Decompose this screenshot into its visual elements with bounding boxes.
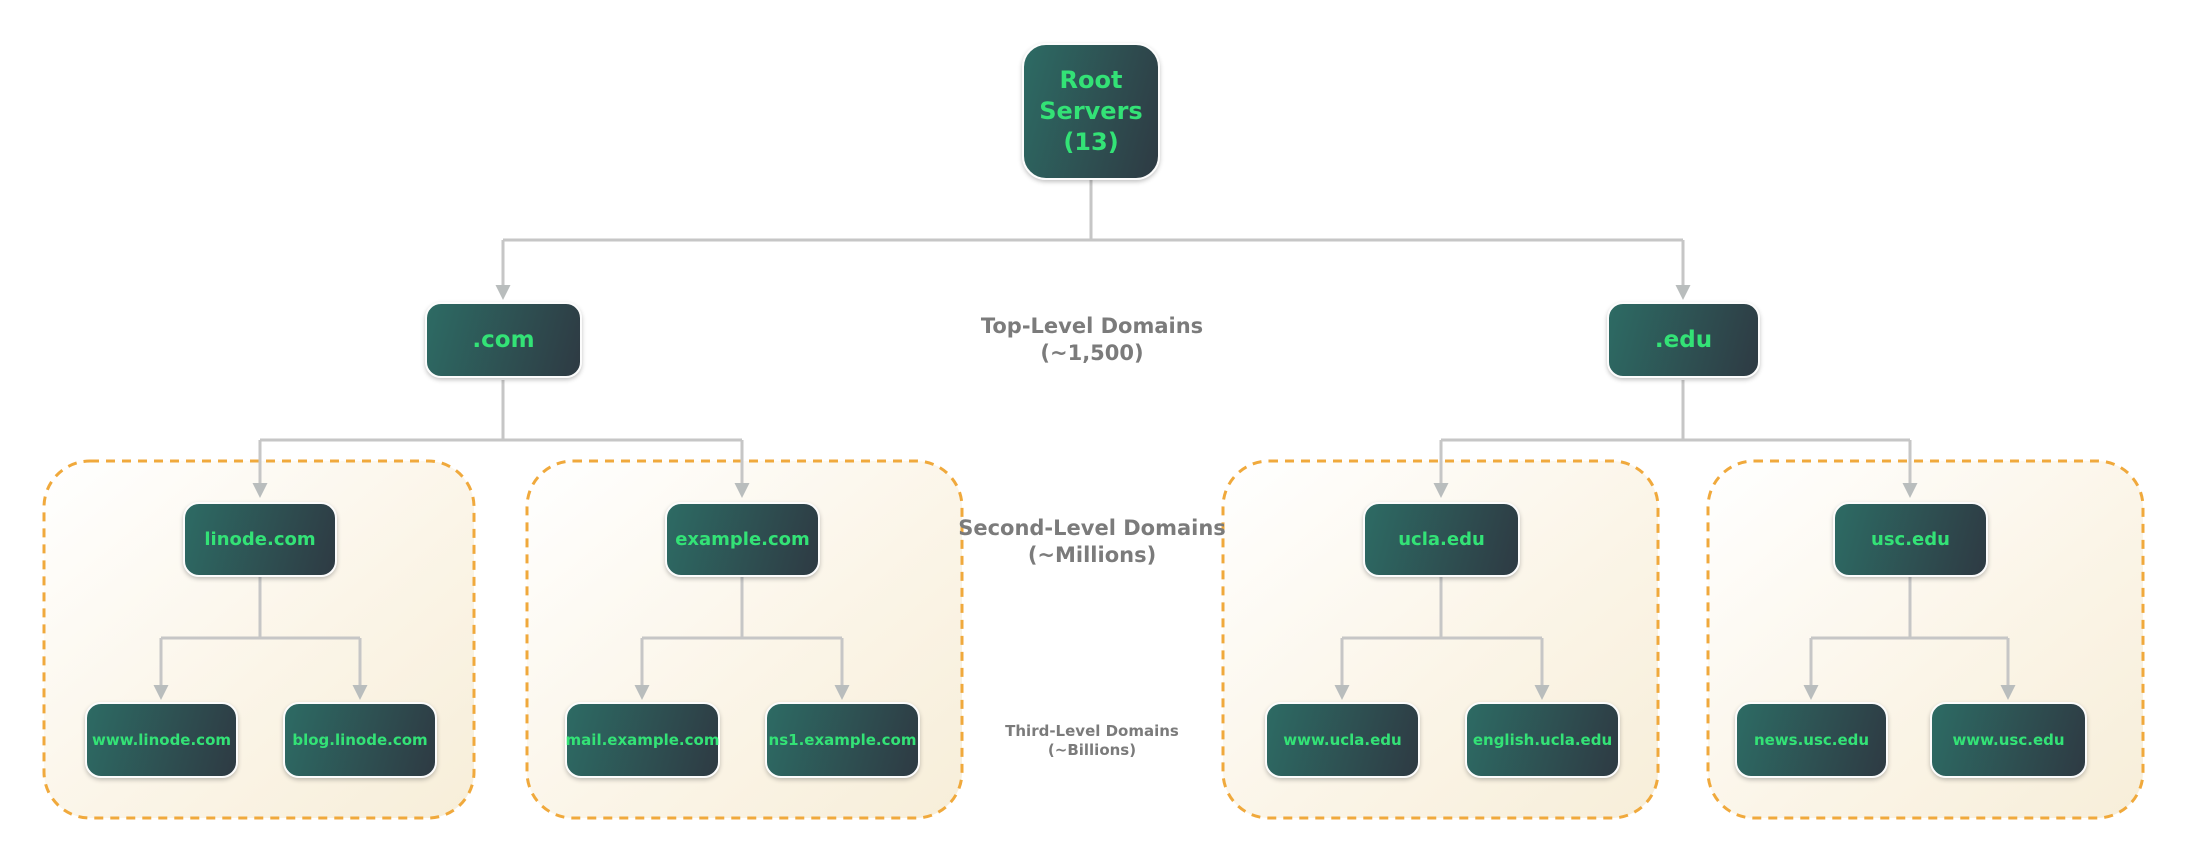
node-usc-edu: usc.edu: [1833, 502, 1988, 577]
node-mail-example-com: mail.example.com: [565, 702, 720, 778]
level-label-third-level: Third-Level Domains (~Billions): [1005, 722, 1179, 760]
node-www-ucla-edu: www.ucla.edu: [1265, 702, 1420, 778]
level-count: (~Millions): [1027, 543, 1157, 567]
node-www-usc-edu: www.usc.edu: [1930, 702, 2087, 778]
node-example-com: example.com: [665, 502, 820, 577]
level-label-top-level: Top-Level Domains (~1,500): [981, 313, 1203, 367]
node-linode-com: linode.com: [183, 502, 337, 577]
level-count: (~Billions): [1047, 741, 1137, 759]
level-title: Third-Level Domains: [1005, 722, 1179, 740]
level-label-second-level: Second-Level Domains (~Millions): [958, 515, 1226, 569]
node-news-usc-edu: news.usc.edu: [1735, 702, 1888, 778]
connector-lines: [153, 180, 2016, 700]
node-ns1-example-com: ns1.example.com: [765, 702, 920, 778]
node-tld-com: .com: [425, 302, 582, 378]
node-www-linode-com: www.linode.com: [85, 702, 238, 778]
node-root-servers: Root Servers (13): [1022, 43, 1160, 180]
node-english-ucla-edu: english.ucla.edu: [1465, 702, 1620, 778]
node-blog-linode-com: blog.linode.com: [283, 702, 437, 778]
node-tld-edu: .edu: [1607, 302, 1760, 378]
level-title: Top-Level Domains: [980, 314, 1204, 338]
node-ucla-edu: ucla.edu: [1363, 502, 1520, 577]
level-title: Second-Level Domains: [958, 516, 1226, 540]
level-count: (~1,500): [1040, 341, 1144, 365]
